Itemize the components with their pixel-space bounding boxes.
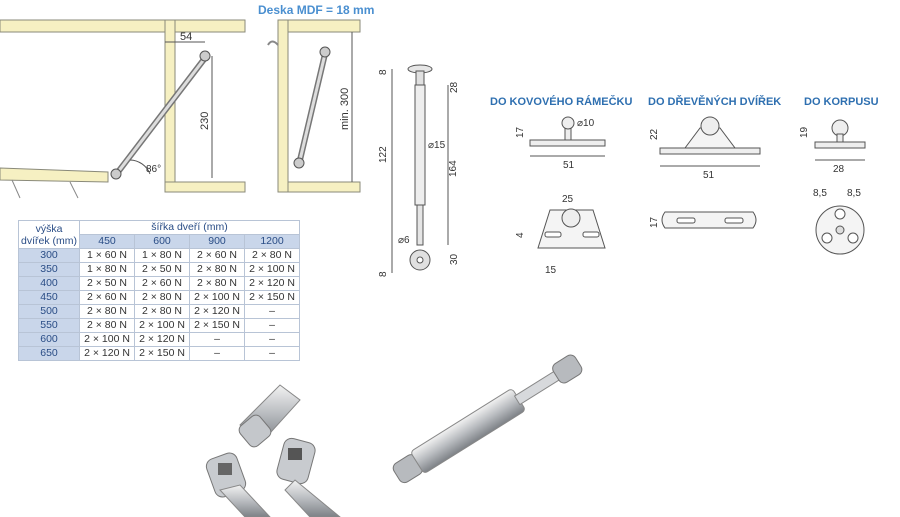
bracket-metal-frame: 17 ⌀10 51 25 4 15: [515, 116, 606, 276]
angle-86: 86°: [146, 164, 161, 175]
table-row: 500 2 × 80 N 2 × 80 N 2 × 120 N –: [18, 304, 300, 319]
door-support-right: [69, 181, 79, 199]
bracket-wood-door: 22 51 17: [649, 116, 761, 229]
dim-min300: min. 300: [339, 88, 351, 130]
svg-text:19: 19: [799, 126, 810, 138]
svg-text:28: 28: [833, 164, 845, 175]
closed-side-panel: [277, 19, 289, 193]
page-title: Deska MDF = 18 mm: [258, 3, 375, 17]
mdf-top-panel: [0, 19, 246, 33]
dim-8-bottom: 8: [378, 271, 389, 277]
col-header: 1200: [244, 234, 300, 249]
closed-top-panel: [287, 19, 361, 33]
svg-text:22: 22: [649, 128, 660, 140]
svg-text:⌀10: ⌀10: [577, 118, 595, 129]
table-row: 650 2 × 120 N 2 × 150 N – –: [18, 346, 300, 361]
dim-8-top: 8: [378, 69, 389, 75]
photo-gas-spring: [392, 354, 583, 484]
dim-30: 30: [449, 253, 460, 265]
table-row: 300 1 × 60 N 1 × 80 N 2 × 60 N 2 × 80 N: [18, 248, 300, 263]
handle: [267, 40, 279, 46]
wood-plate: [661, 211, 757, 229]
dim-54: 54: [180, 31, 192, 43]
spring-cylinder: [414, 84, 426, 206]
dim-164: 164: [448, 160, 459, 177]
header-metal-frame: DO KOVOVÉHO RÁMEČKU: [490, 96, 633, 108]
photo-spring-ends: [205, 384, 341, 517]
bracket-carcass: 19 28 8,5 8,5: [799, 119, 866, 255]
mdf-bottom-panel: [164, 181, 246, 193]
installation-drawing: 54 230 86° min. 300: [0, 19, 361, 199]
door-support-left: [11, 179, 21, 199]
dim-230: 230: [199, 112, 211, 130]
angle-arc: [129, 159, 151, 175]
svg-text:17: 17: [515, 126, 526, 138]
spring-rod: [416, 204, 424, 246]
spring-drawing: 8 28 122 ⌀15 164 ⌀6 8 30: [378, 64, 460, 277]
spring-top-joint: [199, 50, 211, 62]
table-group-header: šířka dveří (mm): [79, 220, 300, 235]
open-door-panel: [0, 167, 109, 183]
svg-text:15: 15: [545, 265, 557, 276]
table-row: 400 2 × 50 N 2 × 60 N 2 × 80 N 2 × 120 N: [18, 276, 300, 291]
svg-text:8,5: 8,5: [813, 188, 827, 199]
svg-text:8,5: 8,5: [847, 188, 861, 199]
header-carcass: DO KORPUSU: [804, 96, 879, 108]
col-header: 600: [134, 234, 190, 249]
table-row: 600 2 × 100 N 2 × 120 N – –: [18, 332, 300, 347]
photo-cylinder: [411, 389, 525, 473]
table-row: 450 2 × 60 N 2 × 80 N 2 × 100 N 2 × 150 …: [18, 290, 300, 305]
col-header: 900: [189, 234, 245, 249]
ball-stud: [561, 116, 575, 130]
svg-text:17: 17: [649, 216, 660, 228]
metal-plate: [537, 209, 606, 249]
dim-d15: ⌀15: [428, 140, 446, 151]
dim-122: 122: [378, 146, 389, 163]
header-wood-door: DO DŘEVĚNÝCH DVÍŘEK: [648, 96, 782, 108]
dim-d6: ⌀6: [398, 235, 410, 246]
svg-text:25: 25: [562, 194, 574, 205]
product-photos: [205, 354, 583, 517]
spring-bottom-joint: [110, 168, 122, 180]
table-row: 350 1 × 80 N 2 × 50 N 2 × 80 N 2 × 100 N: [18, 262, 300, 277]
table-row: 550 2 × 80 N 2 × 100 N 2 × 150 N –: [18, 318, 300, 333]
svg-text:51: 51: [703, 170, 715, 181]
svg-text:4: 4: [515, 232, 526, 238]
dim-28: 28: [449, 81, 460, 93]
svg-text:51: 51: [563, 160, 575, 171]
col-header: 450: [79, 234, 135, 249]
closed-bottom-panel: [287, 181, 361, 193]
